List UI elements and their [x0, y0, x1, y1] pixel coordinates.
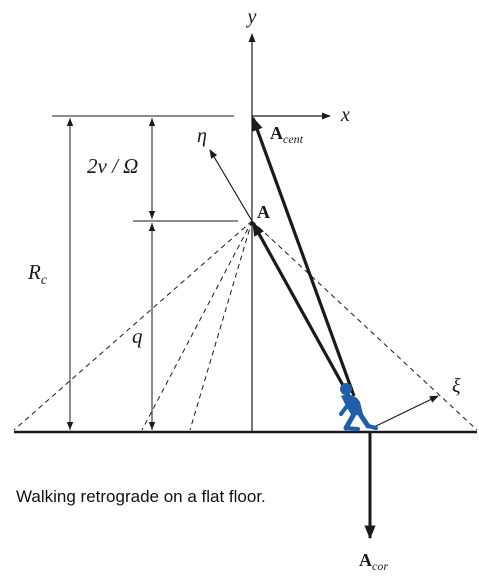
dim-2v-omega-label: 2v / Ω: [87, 154, 138, 178]
dim-q-label: q: [132, 324, 143, 348]
vector-a: [251, 221, 352, 399]
vector-a-cent: [251, 116, 356, 397]
dim-rc-label: Rc: [27, 260, 48, 288]
x-axis-label: x: [340, 104, 350, 126]
eta-axis: [209, 149, 253, 222]
walker-icon: [339, 383, 378, 431]
figure-caption: Walking retrograde on a flat floor.: [16, 487, 266, 506]
a-cent-label: Acent: [270, 123, 304, 146]
xi-label: ξ: [452, 375, 461, 397]
a-cor-label: Acor: [359, 550, 388, 573]
dashed-cone: [13, 220, 478, 431]
y-axis-label: y: [246, 6, 257, 28]
point-a-label: A: [257, 202, 270, 222]
eta-label: η: [197, 125, 207, 147]
xi-axis: [373, 395, 439, 428]
